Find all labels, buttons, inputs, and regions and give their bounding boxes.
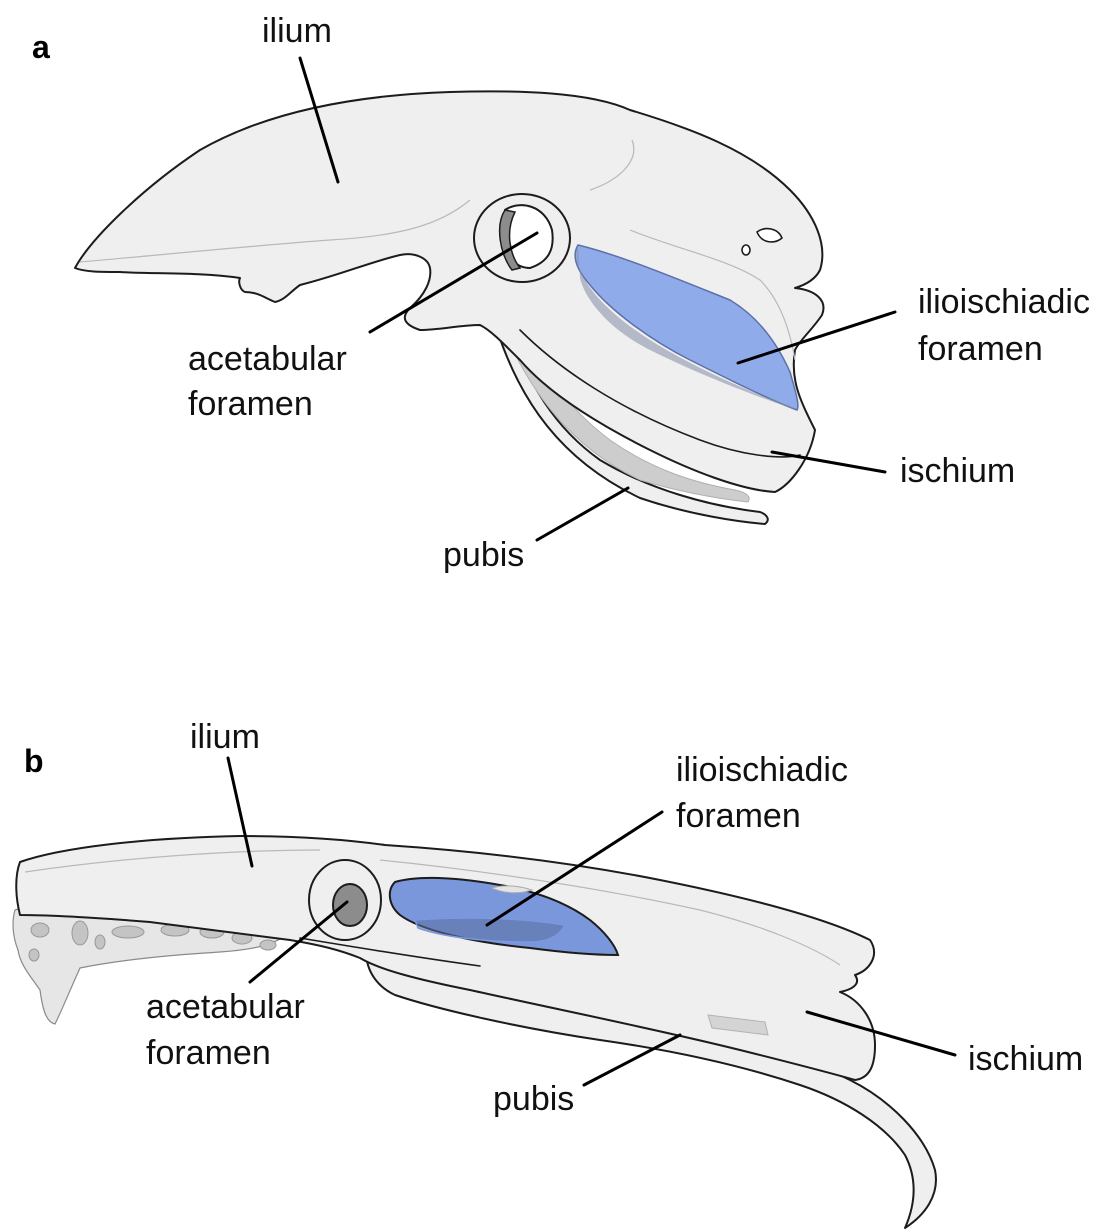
panel-a-acetabular-label-line1: acetabular bbox=[188, 340, 347, 378]
panel-b-pore bbox=[260, 940, 276, 950]
panel-b-acetabular-foramen bbox=[333, 884, 367, 926]
panel-b-ilioischiadic-label-line1: ilioischiadic bbox=[676, 751, 848, 789]
panel-a-ilioischiadic-label-line1: ilioischiadic bbox=[918, 283, 1090, 321]
panel-b-acetabulum bbox=[309, 860, 381, 940]
panel-a: a ilium acetabular foramen bbox=[32, 12, 1090, 574]
panel-a-pubis-leader bbox=[537, 488, 628, 540]
panel-a-ischium-label: ischium bbox=[900, 452, 1015, 490]
panel-b: b bbox=[13, 718, 1083, 1228]
panel-a-acetabulum bbox=[474, 194, 570, 282]
panel-a-ilioischiadic-label-line2: foramen bbox=[918, 330, 1043, 368]
panel-b-ilioischiadic-label-line2: foramen bbox=[676, 797, 801, 835]
panel-b-acetabular-label-line2: foramen bbox=[146, 1034, 271, 1072]
panel-a-ilium-label: ilium bbox=[262, 12, 332, 50]
panel-b-pore bbox=[29, 949, 39, 961]
panel-a-letter: a bbox=[32, 29, 50, 65]
panel-b-acetabular-label-line1: acetabular bbox=[146, 988, 305, 1026]
panel-b-pore bbox=[31, 923, 49, 937]
panel-b-pubis-label: pubis bbox=[493, 1080, 574, 1118]
panel-b-ilium-label: ilium bbox=[190, 718, 260, 756]
panel-b-ischium-label: ischium bbox=[968, 1040, 1083, 1078]
panel-b-pore bbox=[112, 926, 144, 938]
panel-b-letter: b bbox=[24, 743, 44, 779]
panel-a-small-pore bbox=[742, 245, 750, 255]
panel-b-pore bbox=[72, 921, 88, 945]
panel-b-pore bbox=[95, 935, 105, 949]
panel-a-acetabular-label-line2: foramen bbox=[188, 385, 313, 423]
panel-a-pubis-label: pubis bbox=[443, 536, 524, 574]
